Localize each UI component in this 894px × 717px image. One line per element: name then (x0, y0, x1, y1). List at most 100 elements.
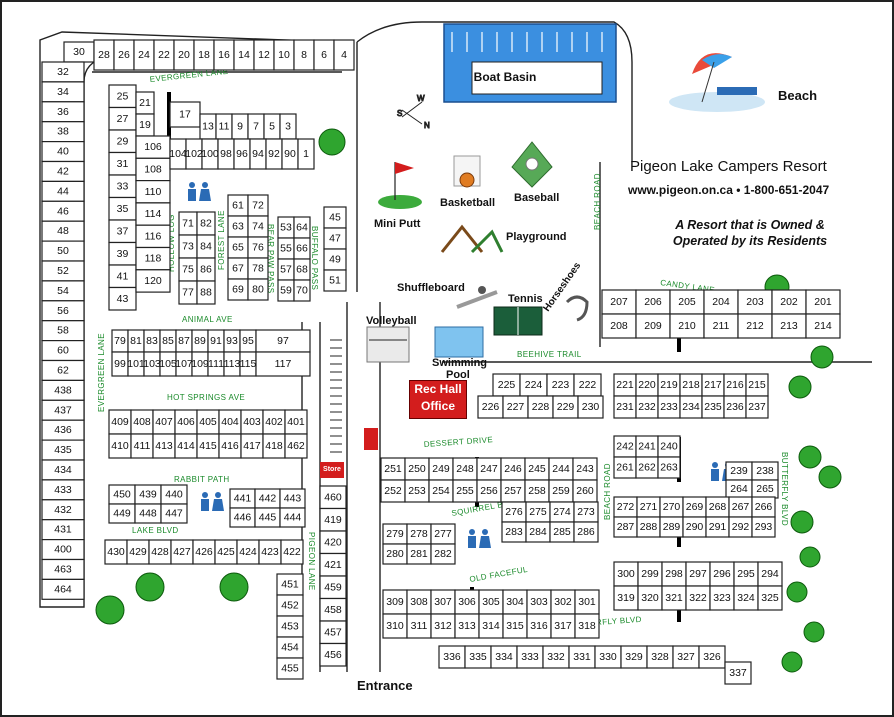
campsite-lot[interactable]: 91 (207, 329, 225, 353)
campsite-lot[interactable]: 228 (527, 395, 554, 419)
campsite-lot[interactable]: 104 (169, 138, 187, 170)
campsite-lot[interactable]: 274 (549, 501, 575, 523)
campsite-lot[interactable]: 410 (108, 433, 132, 459)
campsite-lot[interactable]: 44 (41, 180, 85, 202)
campsite-lot[interactable]: 456 (319, 642, 347, 667)
campsite-lot[interactable]: 82 (196, 211, 216, 236)
campsite-lot[interactable]: 436 (41, 419, 85, 441)
campsite-lot[interactable]: 317 (550, 613, 576, 639)
campsite-lot[interactable]: 455 (276, 657, 304, 680)
campsite-lot[interactable]: 258 (524, 479, 550, 503)
campsite-lot[interactable]: 263 (657, 456, 681, 479)
campsite-lot[interactable]: 292 (728, 516, 753, 538)
campsite-lot[interactable]: 429 (126, 539, 150, 565)
campsite-lot[interactable]: 288 (636, 516, 661, 538)
campsite-lot[interactable]: 114 (135, 202, 171, 226)
campsite-lot[interactable]: 206 (635, 289, 671, 315)
campsite-lot[interactable]: 453 (276, 615, 304, 638)
campsite-lot[interactable]: 454 (276, 636, 304, 659)
campsite-lot[interactable]: 308 (406, 589, 432, 615)
campsite-lot[interactable]: 219 (657, 373, 681, 397)
campsite-lot[interactable]: 236 (723, 395, 747, 419)
campsite-lot[interactable]: 275 (525, 501, 551, 523)
campsite-lot[interactable]: 69 (227, 278, 249, 301)
campsite-lot[interactable]: 38 (41, 121, 85, 143)
campsite-lot[interactable]: 39 (108, 241, 137, 266)
campsite-lot[interactable]: 286 (573, 521, 599, 543)
campsite-lot[interactable]: 259 (548, 479, 574, 503)
campsite-lot[interactable]: 56 (41, 300, 85, 322)
campsite-lot[interactable]: 255 (452, 479, 478, 503)
campsite-lot[interactable]: 326 (698, 645, 726, 669)
campsite-lot[interactable]: 16 (213, 39, 235, 71)
campsite-lot[interactable]: 464 (41, 578, 85, 600)
campsite-lot[interactable]: 77 (178, 280, 198, 305)
campsite-lot[interactable]: 210 (669, 313, 705, 339)
campsite-lot[interactable]: 330 (594, 645, 622, 669)
campsite-lot[interactable]: 447 (160, 503, 188, 524)
campsite-lot[interactable]: 414 (174, 433, 198, 459)
campsite-lot[interactable]: 41 (108, 264, 137, 289)
campsite-lot[interactable]: 252 (380, 479, 406, 503)
campsite-lot[interactable]: 72 (247, 194, 269, 217)
campsite-lot[interactable]: 278 (406, 523, 432, 545)
campsite-lot[interactable]: 246 (500, 457, 526, 481)
campsite-lot[interactable]: 409 (108, 409, 132, 435)
campsite-lot[interactable]: 222 (573, 373, 602, 397)
campsite-lot[interactable]: 96 (233, 138, 251, 170)
campsite-lot[interactable]: 17 (169, 101, 201, 128)
campsite-lot[interactable]: 322 (685, 585, 711, 611)
campsite-lot[interactable]: 61 (227, 194, 249, 217)
campsite-lot[interactable]: 433 (41, 479, 85, 501)
campsite-lot[interactable]: 203 (737, 289, 773, 315)
campsite-lot[interactable]: 329 (620, 645, 648, 669)
campsite-lot[interactable]: 55 (277, 237, 295, 260)
campsite-lot[interactable]: 266 (751, 496, 776, 518)
campsite-lot[interactable]: 300 (613, 561, 639, 587)
campsite-lot[interactable]: 62 (41, 359, 85, 381)
campsite-lot[interactable]: 226 (477, 395, 504, 419)
campsite-lot[interactable]: 422 (280, 539, 304, 565)
campsite-lot[interactable]: 29 (108, 129, 137, 154)
campsite-lot[interactable]: 86 (196, 257, 216, 282)
campsite-lot[interactable]: 443 (279, 488, 306, 509)
campsite-lot[interactable]: 256 (476, 479, 502, 503)
campsite-lot[interactable]: 40 (41, 141, 85, 163)
campsite-lot[interactable]: 34 (41, 81, 85, 103)
campsite-lot[interactable]: 53 (277, 216, 295, 239)
campsite-lot[interactable]: 94 (249, 138, 267, 170)
campsite-lot[interactable]: 296 (709, 561, 735, 587)
campsite-lot[interactable]: 284 (525, 521, 551, 543)
campsite-lot[interactable]: 417 (240, 433, 264, 459)
campsite-lot[interactable]: 5 (263, 113, 281, 140)
campsite-lot[interactable]: 415 (196, 433, 220, 459)
campsite-lot[interactable]: 264 (725, 479, 753, 499)
campsite-lot[interactable]: 435 (41, 439, 85, 461)
campsite-lot[interactable]: 63 (227, 215, 249, 238)
campsite-lot[interactable]: 324 (733, 585, 759, 611)
campsite-lot[interactable]: 234 (679, 395, 703, 419)
campsite-lot[interactable]: 248 (452, 457, 478, 481)
campsite-lot[interactable]: 295 (733, 561, 759, 587)
campsite-lot[interactable]: 238 (751, 461, 779, 481)
campsite-lot[interactable]: 321 (661, 585, 687, 611)
campsite-lot[interactable]: 434 (41, 459, 85, 481)
campsite-lot[interactable]: 85 (159, 329, 177, 353)
campsite-lot[interactable]: 333 (516, 645, 544, 669)
campsite-lot[interactable]: 428 (148, 539, 172, 565)
campsite-lot[interactable]: 323 (709, 585, 735, 611)
campsite-lot[interactable]: 293 (751, 516, 776, 538)
campsite-lot[interactable]: 227 (502, 395, 529, 419)
campsite-lot[interactable]: 253 (404, 479, 430, 503)
campsite-lot[interactable]: 59 (277, 279, 295, 302)
campsite-lot[interactable]: 291 (705, 516, 730, 538)
campsite-lot[interactable]: 19 (135, 113, 155, 137)
campsite-lot[interactable]: 450 (108, 484, 136, 505)
campsite-lot[interactable]: 207 (601, 289, 637, 315)
campsite-lot[interactable]: 432 (41, 499, 85, 521)
campsite-lot[interactable]: 224 (519, 373, 548, 397)
campsite-lot[interactable]: 273 (573, 501, 599, 523)
campsite-lot[interactable]: 319 (613, 585, 639, 611)
campsite-lot[interactable]: 265 (751, 479, 779, 499)
campsite-lot[interactable]: 242 (613, 435, 637, 458)
